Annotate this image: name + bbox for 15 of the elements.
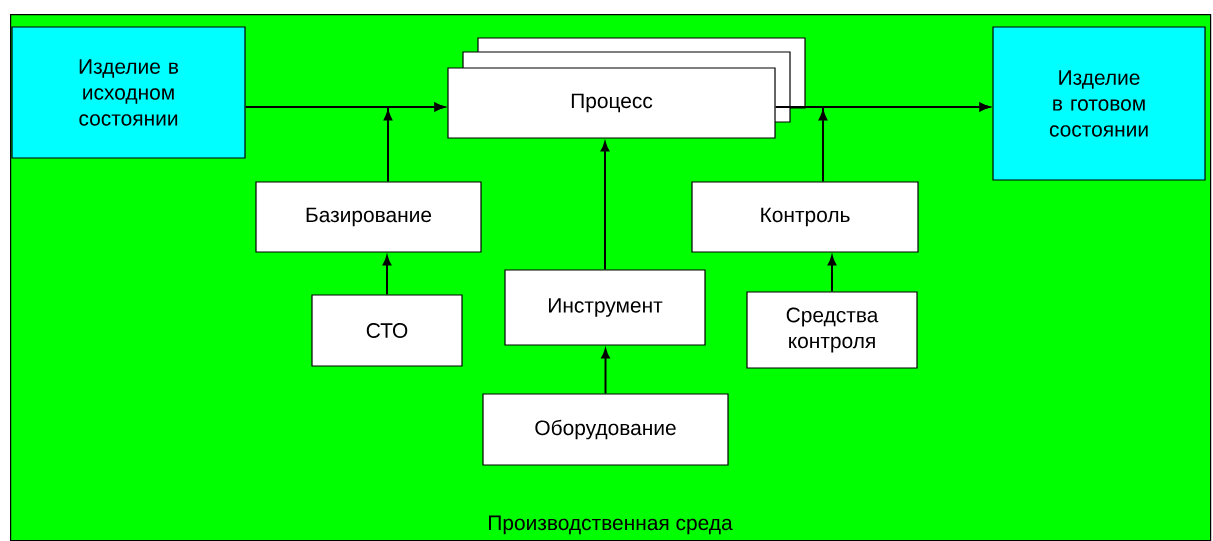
arrow — [383, 102, 445, 183]
process-box: Контроль — [691, 181, 919, 253]
arrow — [827, 255, 837, 293]
arrow — [382, 255, 392, 296]
product-box: Изделие в исходном состоянии — [11, 26, 246, 159]
process-box: СТО — [311, 294, 463, 367]
product-box: Изделие в готовом состоянии — [992, 26, 1206, 181]
arrow — [818, 102, 990, 183]
process-box: Инструмент — [504, 269, 706, 346]
arrow — [601, 348, 610, 395]
process-box: Базирование — [255, 181, 482, 253]
process-box: Средства контроля — [746, 291, 918, 369]
process-box: Оборудование — [482, 393, 729, 466]
stacked-process-box: Процесс — [447, 37, 806, 139]
arrow — [600, 141, 610, 271]
